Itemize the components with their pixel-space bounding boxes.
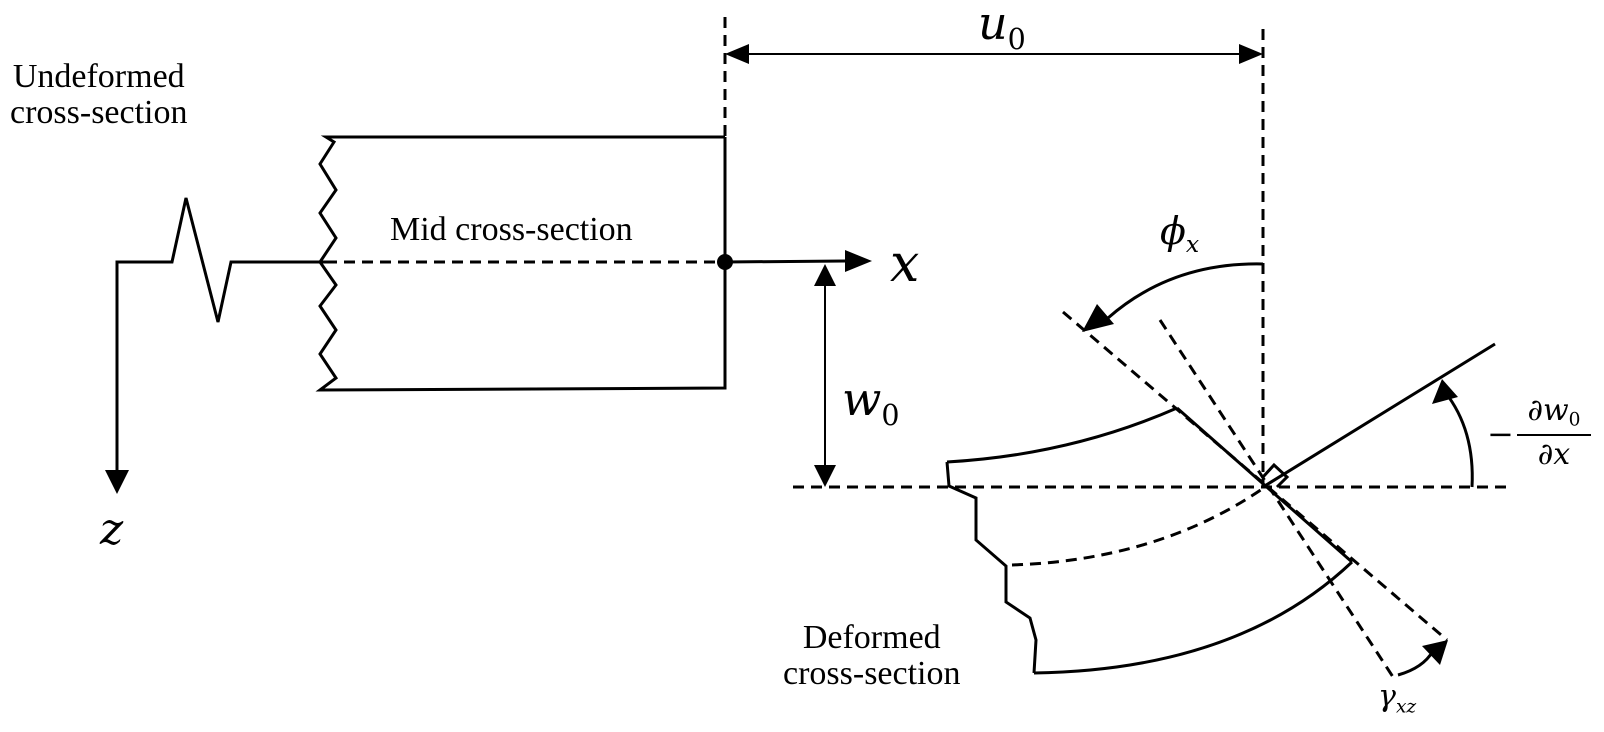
deformed-bottom-fiber bbox=[1033, 560, 1354, 675]
phi-symbol: ϕx bbox=[1160, 212, 1199, 257]
slope-fraction-bar bbox=[1517, 434, 1591, 437]
deformed-top-fiber bbox=[946, 406, 1178, 464]
w0-top-arrowhead bbox=[814, 264, 836, 286]
undeformed-label-line2: cross-section bbox=[10, 94, 188, 131]
u0-right-arrowhead bbox=[1239, 44, 1263, 64]
phi-base: ϕ bbox=[1160, 209, 1186, 253]
deformed-label-line2: cross-section bbox=[783, 655, 961, 692]
w0-symbol: w0 bbox=[842, 376, 900, 430]
w0-base: w bbox=[842, 372, 882, 426]
slope-arrowhead bbox=[1432, 379, 1458, 404]
x-axis-line bbox=[724, 259, 846, 264]
w0-sub: 0 bbox=[881, 398, 900, 432]
tangent-line bbox=[1262, 342, 1496, 489]
mid-section-label: Mid cross-section bbox=[390, 211, 633, 248]
slope-denominator: ∂x bbox=[1537, 437, 1571, 473]
gamma-arc bbox=[1397, 650, 1435, 677]
original-normal-dashed bbox=[1158, 319, 1397, 681]
phi-arc bbox=[1107, 262, 1264, 320]
x-axis-label: x bbox=[890, 234, 920, 294]
u0-sub: 0 bbox=[1007, 22, 1026, 56]
phi-arrowhead bbox=[1082, 304, 1114, 332]
undeformed-label: Undeformed cross-section bbox=[10, 59, 188, 131]
rotated-normal-dashed bbox=[1062, 310, 1448, 642]
u0-base: u bbox=[978, 0, 1008, 50]
gamma-sub: xz bbox=[1395, 696, 1417, 718]
slope-numerator-sub: 0 bbox=[1568, 409, 1581, 431]
gamma-arrowhead bbox=[1422, 640, 1448, 665]
u0-symbol: u0 bbox=[978, 0, 1026, 54]
z-axis-arrowhead bbox=[105, 470, 129, 494]
slope-minus-sign: − bbox=[1487, 415, 1514, 453]
undeformed-section-outline bbox=[315, 135, 727, 392]
w0-bottom-arrowhead bbox=[814, 465, 836, 487]
phi-sub: x bbox=[1185, 230, 1200, 259]
slope-numerator-base: ∂w bbox=[1527, 393, 1569, 428]
gamma-symbol: γxz bbox=[1378, 682, 1416, 717]
u0-left-arrowhead bbox=[725, 44, 749, 64]
deformed-label: Deformed cross-section bbox=[783, 620, 961, 692]
right-angle-marker bbox=[1261, 462, 1290, 489]
deformed-jagged-edge bbox=[945, 461, 1038, 674]
slope-fraction: ∂w0 ∂x bbox=[1517, 396, 1591, 470]
gamma-base: γ bbox=[1378, 679, 1396, 714]
z-axis-label: z bbox=[100, 504, 124, 555]
deformed-label-line1: Deformed bbox=[802, 619, 941, 656]
deformed-mid-fiber bbox=[1011, 485, 1266, 567]
slope-arc bbox=[1443, 391, 1474, 488]
x-axis-arrowhead bbox=[845, 250, 872, 272]
z-axis-jag-line bbox=[115, 197, 326, 472]
undeformed-label-line1: Undeformed bbox=[12, 58, 185, 95]
slope-numerator: ∂w0 bbox=[1517, 396, 1591, 430]
